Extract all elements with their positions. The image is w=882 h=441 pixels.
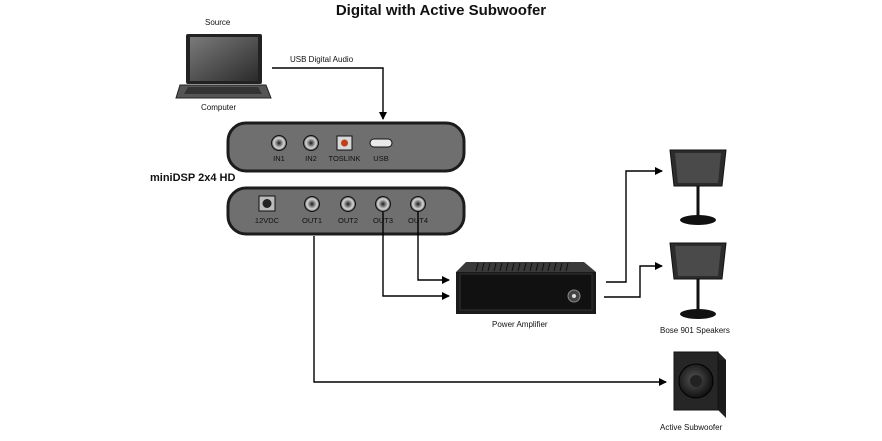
in2-jack-icon bbox=[303, 135, 319, 151]
usb-port-icon bbox=[369, 138, 393, 148]
port-label-toslink: TOSLINK bbox=[329, 154, 361, 163]
port-label-usb: USB bbox=[373, 154, 388, 163]
diagram-title: Digital with Active Subwoofer bbox=[335, 2, 547, 19]
amplifier-icon bbox=[456, 262, 596, 314]
subwoofer-icon bbox=[673, 351, 726, 418]
port-label-12vdc: 12VDC bbox=[255, 216, 280, 225]
source-label: Source bbox=[205, 18, 231, 27]
port-label-out1: OUT1 bbox=[302, 216, 322, 225]
dsp-output-panel: 12VDC OUT1 OUT2 OUT3 OUT4 bbox=[226, 186, 466, 236]
amplifier-label: Power Amplifier bbox=[492, 320, 548, 329]
usb-audio-link bbox=[272, 67, 387, 120]
port-label-in2: IN2 bbox=[305, 154, 317, 163]
port-label-in1: IN1 bbox=[273, 154, 285, 163]
usb-audio-label: USB Digital Audio bbox=[290, 55, 354, 64]
amp-to-speaker-1-link bbox=[606, 167, 663, 283]
out2-jack-icon bbox=[340, 196, 356, 212]
dsp-input-panel: IN1 IN2 TOSLINK USB bbox=[226, 121, 466, 173]
out1-to-subwoofer-link bbox=[313, 236, 667, 386]
out4-jack-icon bbox=[410, 196, 426, 212]
port-label-out2: OUT2 bbox=[338, 216, 358, 225]
in1-jack-icon bbox=[271, 135, 287, 151]
out3-to-amp-link bbox=[382, 212, 450, 300]
speakers-label: Bose 901 Speakers bbox=[660, 326, 730, 335]
speaker-1-icon bbox=[669, 149, 727, 225]
speaker-2-icon bbox=[669, 242, 727, 319]
out3-jack-icon bbox=[375, 196, 391, 212]
out1-jack-icon bbox=[304, 196, 320, 212]
dsp-name-label: miniDSP 2x4 HD bbox=[150, 172, 236, 184]
out4-to-amp-link bbox=[417, 212, 450, 284]
connection-lines bbox=[272, 67, 667, 386]
amp-to-speaker-2-link bbox=[604, 262, 663, 298]
laptop-icon bbox=[175, 34, 272, 99]
subwoofer-label: Active Subwoofer bbox=[660, 423, 723, 432]
computer-label: Computer bbox=[201, 103, 237, 112]
